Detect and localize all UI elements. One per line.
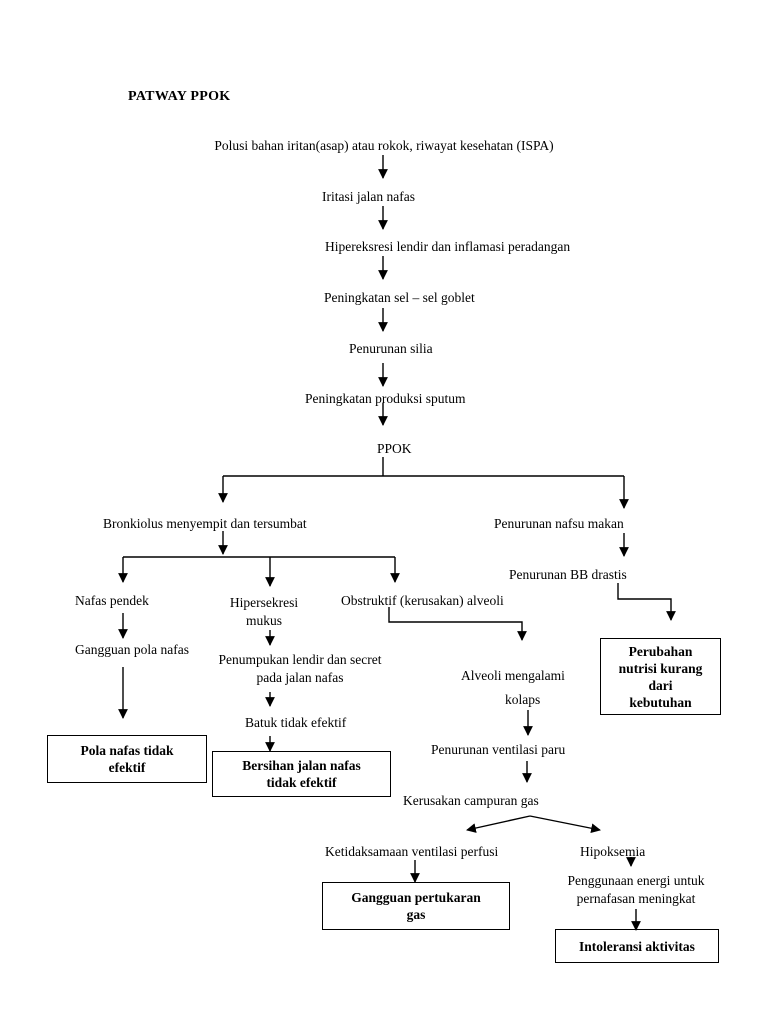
node-silia: Penurunan silia xyxy=(349,341,433,356)
node-penurunan-ventilasi: Penurunan ventilasi paru xyxy=(431,742,566,757)
node-penumpukan-lendir: Penumpukan lendir dan secret pada jalan … xyxy=(218,652,382,685)
diagnosis-box-intoleransi-aktivitas: Intoleransi aktivitas xyxy=(555,929,719,963)
node-bronkiolus: Bronkiolus menyempit dan tersumbat xyxy=(103,516,307,531)
node-hipereksresi: Hipereksresi lendir dan inflamasi perada… xyxy=(325,239,571,254)
node-alveoli-kolaps-line2: kolaps xyxy=(505,692,541,707)
node-iritasi: Iritasi jalan nafas xyxy=(322,189,415,204)
node-kerusakan-campuran-gas: Kerusakan campuran gas xyxy=(403,793,539,808)
node-ppok: PPOK xyxy=(377,441,412,456)
diagnosis-box-perubahan-nutrisi: Perubahan nutrisi kurang dari kebutuhan xyxy=(600,638,721,715)
node-penggunaan-energi: Penggunaan energi untuk pernafasan menin… xyxy=(567,873,705,906)
page-title: PATWAY PPOK xyxy=(128,89,231,104)
node-batuk: Batuk tidak efektif xyxy=(245,715,347,730)
node-alveoli-kolaps-line1: Alveoli mengalami xyxy=(461,668,565,683)
node-hipoksemia: Hipoksemia xyxy=(580,844,646,859)
diagnosis-box-pola-nafas: Pola nafas tidak efektif xyxy=(47,735,207,783)
node-cause: Polusi bahan iritan(asap) atau rokok, ri… xyxy=(214,138,554,153)
node-penurunan-nafsu-makan: Penurunan nafsu makan xyxy=(494,516,624,531)
node-hipersekresi-mukus: Hipersekresi mukus xyxy=(229,595,299,628)
node-sel-goblet: Peningkatan sel – sel goblet xyxy=(324,290,475,305)
node-gangguan-pola-nafas: Gangguan pola nafas xyxy=(75,642,189,657)
node-sputum: Peningkatan produksi sputum xyxy=(305,391,466,406)
node-ketidaksamaan-ventilasi: Ketidaksamaan ventilasi perfusi xyxy=(325,844,499,859)
node-nafas-pendek: Nafas pendek xyxy=(75,593,149,608)
diagnosis-box-pertukaran-gas: Gangguan pertukaran gas xyxy=(322,882,510,930)
node-penurunan-bb: Penurunan BB drastis xyxy=(509,567,627,582)
node-obstruktif-alveoli: Obstruktif (kerusakan) alveoli xyxy=(341,593,504,608)
diagnosis-box-bersihan-jalan-nafas: Bersihan jalan nafas tidak efektif xyxy=(212,751,391,797)
